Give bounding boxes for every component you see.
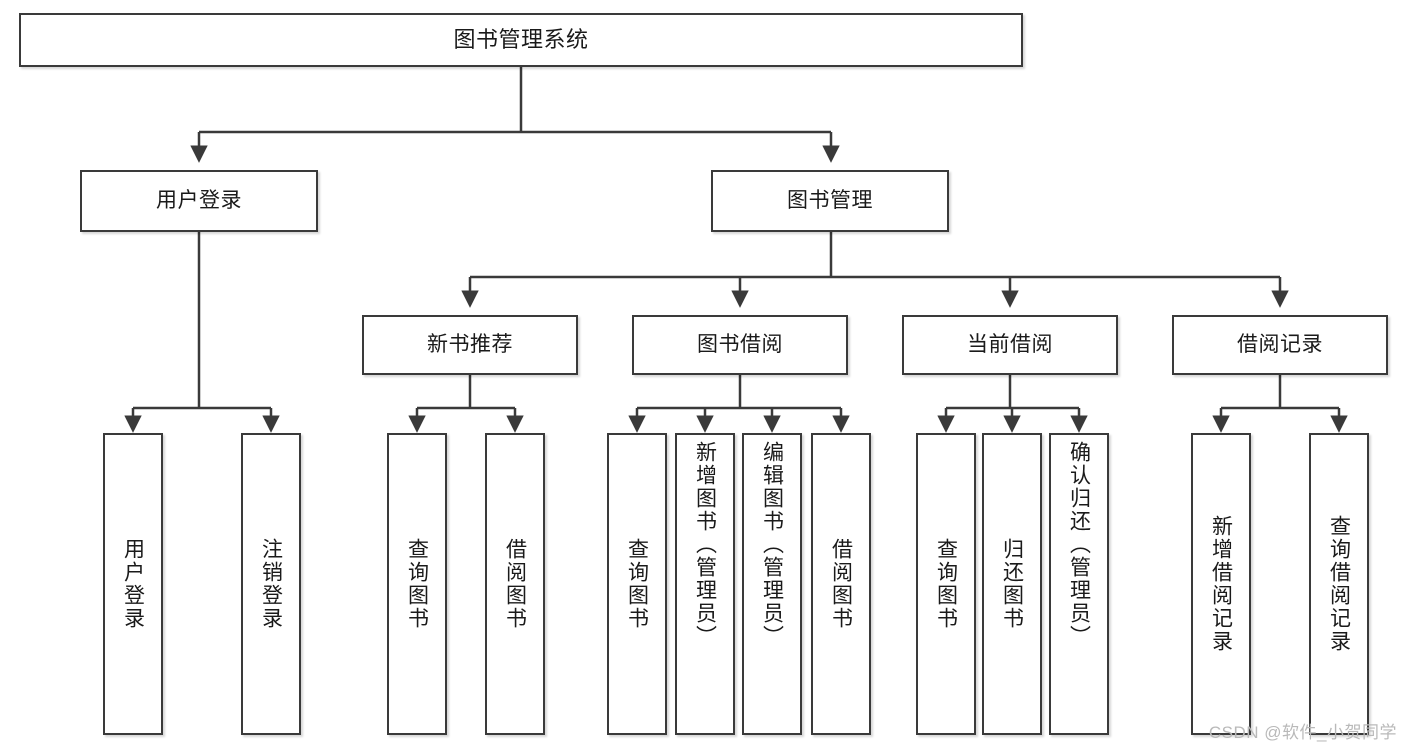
node-label: 新增借阅记录 [1209, 515, 1233, 653]
node-label: 借阅图书 [829, 538, 853, 630]
node-label: 查询图书 [625, 538, 649, 630]
node-user-login[interactable]: 用户登录 [80, 170, 318, 232]
node-label: 新增图书（管理员） [693, 441, 717, 648]
node-label: 图书借阅 [697, 332, 783, 356]
node-leaf-confirm-return[interactable]: 确认归还（管理员） [1049, 433, 1109, 735]
node-book-borrow[interactable]: 图书借阅 [632, 315, 848, 375]
node-label: 用户登录 [156, 188, 242, 212]
node-label: 借阅图书 [503, 538, 527, 630]
node-label: 确认归还（管理员） [1067, 441, 1091, 648]
node-label: 归还图书 [1000, 538, 1024, 630]
node-leaf-user-login[interactable]: 用户登录 [103, 433, 163, 735]
node-book-management[interactable]: 图书管理 [711, 170, 949, 232]
node-borrow-record[interactable]: 借阅记录 [1172, 315, 1388, 375]
node-leaf-edit-book[interactable]: 编辑图书（管理员） [742, 433, 802, 735]
node-label: 用户登录 [121, 538, 145, 630]
node-label: 新书推荐 [427, 332, 513, 356]
node-root[interactable]: 图书管理系统 [19, 13, 1023, 67]
node-label: 当前借阅 [967, 332, 1053, 356]
node-label: 借阅记录 [1237, 332, 1323, 356]
node-current-borrow[interactable]: 当前借阅 [902, 315, 1118, 375]
node-label: 注销登录 [259, 538, 283, 630]
node-leaf-query-book-2[interactable]: 查询图书 [607, 433, 667, 735]
node-label: 查询图书 [934, 538, 958, 630]
node-leaf-query-book-3[interactable]: 查询图书 [916, 433, 976, 735]
node-leaf-borrow-book-2[interactable]: 借阅图书 [811, 433, 871, 735]
node-new-book-recommend[interactable]: 新书推荐 [362, 315, 578, 375]
node-label: 编辑图书（管理员） [760, 441, 784, 648]
node-leaf-borrow-book-1[interactable]: 借阅图书 [485, 433, 545, 735]
watermark: CSDN @软件_小贺同学 [1208, 723, 1397, 742]
node-label: 图书管理 [787, 188, 873, 212]
node-leaf-logout[interactable]: 注销登录 [241, 433, 301, 735]
node-leaf-return-book[interactable]: 归还图书 [982, 433, 1042, 735]
node-leaf-add-book[interactable]: 新增图书（管理员） [675, 433, 735, 735]
node-label: 查询图书 [405, 538, 429, 630]
node-leaf-add-record[interactable]: 新增借阅记录 [1191, 433, 1251, 735]
node-leaf-query-record[interactable]: 查询借阅记录 [1309, 433, 1369, 735]
node-label: 查询借阅记录 [1327, 515, 1351, 653]
node-leaf-query-book-1[interactable]: 查询图书 [387, 433, 447, 735]
node-label: 图书管理系统 [453, 27, 589, 53]
